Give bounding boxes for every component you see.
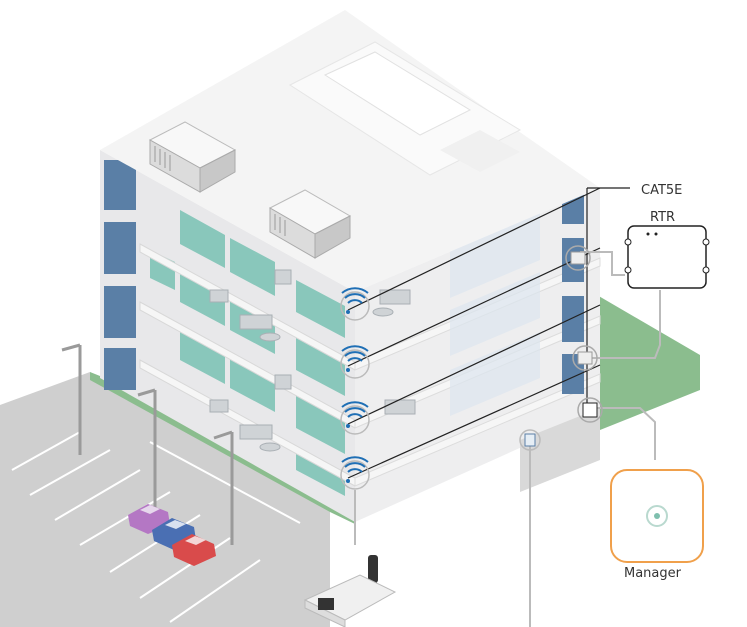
sensor-icon — [565, 245, 591, 271]
wifi-icon — [340, 401, 370, 435]
building-right-face — [354, 182, 601, 522]
sensor-icon — [577, 397, 603, 423]
hvac-unit — [148, 121, 237, 193]
building-left-face — [100, 150, 356, 522]
drop-lines — [354, 251, 661, 627]
router-icon — [624, 225, 710, 289]
office-furniture — [209, 269, 416, 452]
manager-label: Manager — [624, 566, 681, 581]
sensor-icon — [572, 345, 598, 371]
hvac-unit — [268, 189, 352, 259]
network-cables — [347, 187, 630, 479]
rtr-label: RTR — [650, 210, 676, 225]
street-lamp — [61, 343, 234, 545]
wifi-icon — [340, 287, 370, 321]
sensor-icon — [519, 429, 541, 451]
poe-injector — [303, 555, 397, 627]
wifi-icon — [340, 456, 370, 490]
building-roof — [100, 10, 600, 292]
manager-icon — [610, 469, 704, 563]
wifi-icon — [340, 345, 370, 379]
car — [172, 534, 216, 566]
cat5e-label: CAT5E — [641, 183, 683, 198]
